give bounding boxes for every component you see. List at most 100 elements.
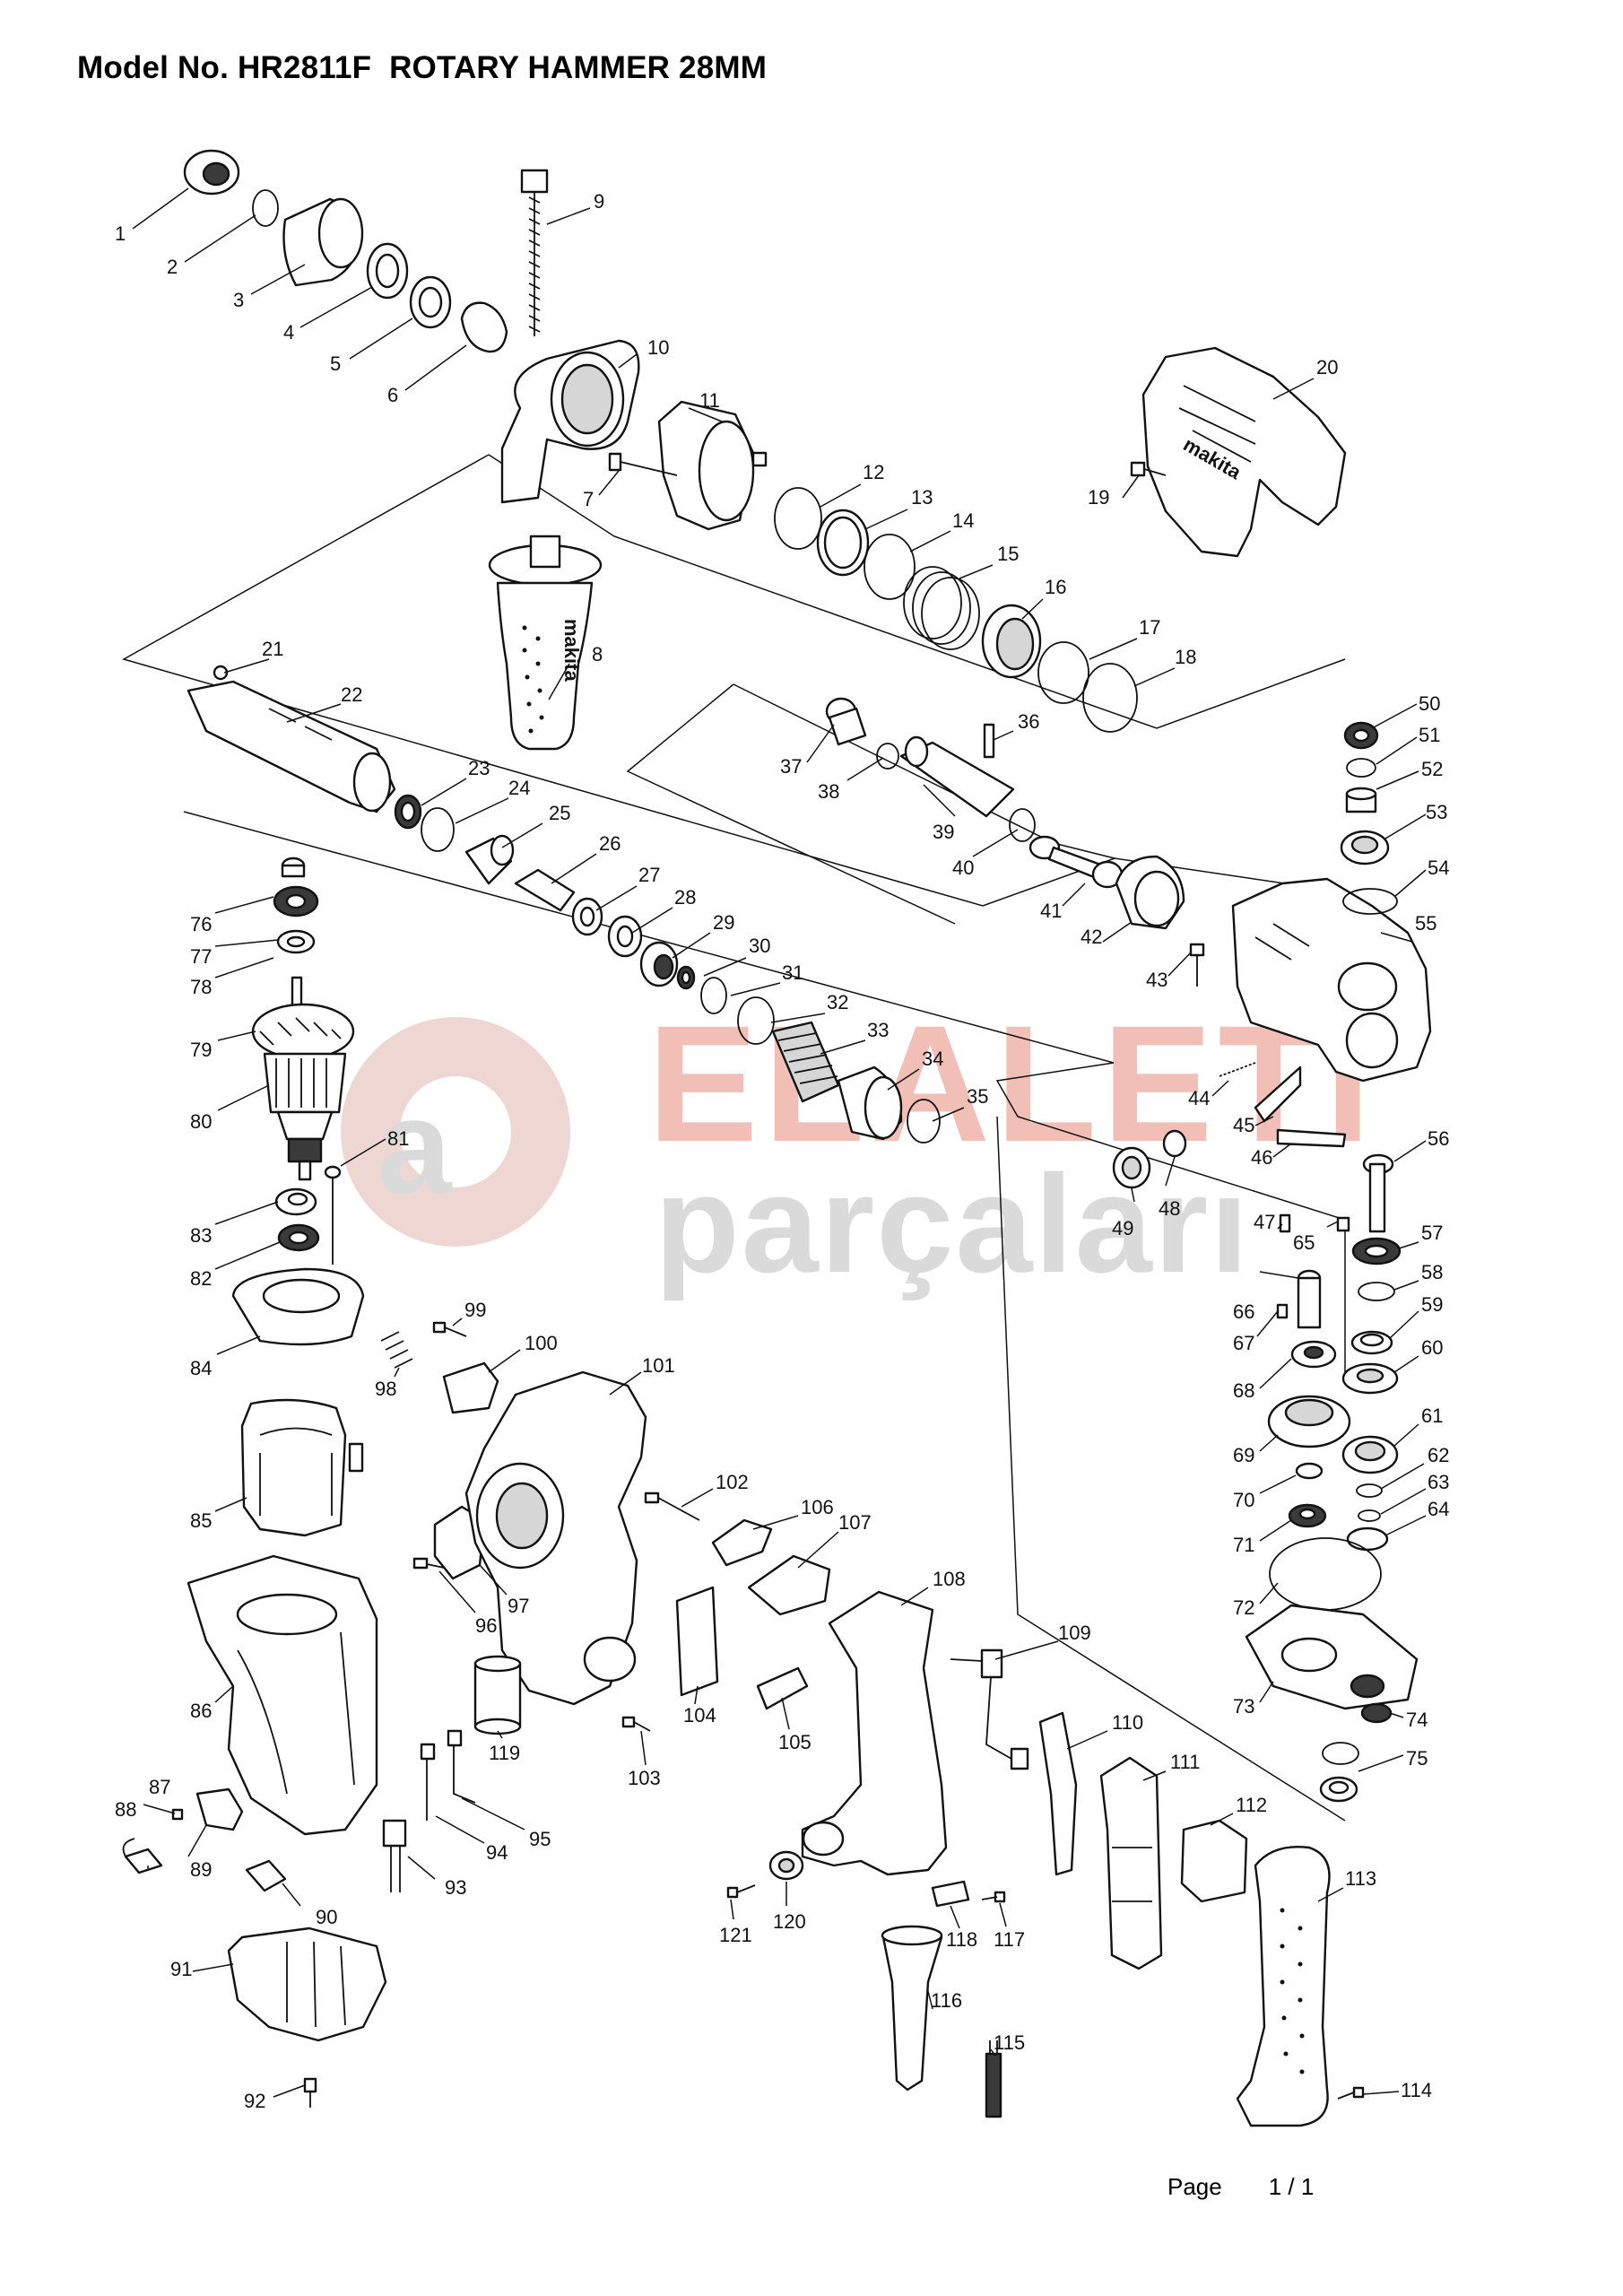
label-70: 70 (1233, 1489, 1254, 1511)
part-48-washer (1162, 1129, 1187, 1158)
label-79: 79 (190, 1039, 212, 1061)
part-95-terminal (447, 1729, 476, 1804)
label-97: 97 (508, 1595, 529, 1617)
label-84: 84 (190, 1357, 212, 1379)
label-36: 36 (1018, 710, 1039, 733)
part-111-switch-holder (1099, 1756, 1163, 1970)
label-91: 91 (170, 1958, 192, 1980)
label-121: 121 (719, 1924, 752, 1946)
label-34: 34 (922, 1048, 943, 1070)
label-48: 48 (1159, 1197, 1180, 1220)
label-81: 81 (387, 1127, 409, 1150)
label-53: 53 (1426, 801, 1447, 823)
label-65: 65 (1293, 1231, 1315, 1254)
part-113-handle-cover (1236, 1846, 1331, 2127)
part-64-washer (1346, 1526, 1389, 1552)
label-112: 112 (1236, 1794, 1267, 1816)
label-52: 52 (1421, 758, 1443, 780)
part-104-label (675, 1586, 719, 1697)
part-110-strain-relief (1038, 1711, 1078, 1876)
part-82-bearing (277, 1223, 320, 1252)
part-94-terminal (420, 1743, 436, 1821)
label-71: 71 (1233, 1534, 1254, 1556)
label-85: 85 (190, 1509, 212, 1532)
label-76: 76 (190, 913, 212, 935)
part-81-screw (324, 1165, 342, 1265)
part-117-screw (981, 1891, 1006, 1903)
label-10: 10 (647, 336, 669, 359)
label-24: 24 (508, 777, 530, 799)
page-number: 1 / 1 (1268, 2173, 1315, 2200)
label-87: 87 (149, 1776, 170, 1798)
label-83: 83 (190, 1224, 212, 1247)
label-93: 93 (445, 1876, 466, 1899)
part-38-o-ring (876, 743, 899, 770)
label-17: 17 (1139, 616, 1160, 639)
label-92: 92 (244, 2090, 265, 2112)
part-31-ring-spring (700, 977, 727, 1014)
label-64: 64 (1428, 1498, 1449, 1520)
part-33-spring (771, 1021, 840, 1103)
label-106: 106 (801, 1496, 834, 1518)
label-67: 67 (1233, 1332, 1254, 1354)
label-5: 5 (330, 352, 341, 375)
watermark-brand-bottom: parçaları (655, 1146, 1250, 1301)
part-10-side-grip-band (500, 339, 640, 504)
label-28: 28 (674, 886, 696, 909)
label-20: 20 (1316, 356, 1338, 378)
part-46-plate (1276, 1128, 1347, 1148)
label-105: 105 (778, 1731, 812, 1753)
label-18: 18 (1175, 646, 1196, 668)
part-112-switch (1180, 1819, 1248, 1903)
part-72-gasket (1269, 1537, 1382, 1611)
label-57: 57 (1421, 1222, 1443, 1244)
label-116: 116 (931, 1989, 962, 2012)
part-93-noise-suppressor (382, 1819, 407, 1892)
label-26: 26 (599, 832, 621, 855)
part-99-screw (432, 1321, 467, 1337)
label-104: 104 (683, 1704, 716, 1726)
watermark: a ELALETI parçaları (341, 992, 1371, 1301)
part-25-sleeve (464, 834, 515, 885)
part-91-rear-cover (227, 1926, 387, 2042)
label-13: 13 (911, 486, 933, 509)
label-12: 12 (863, 461, 884, 483)
part-89-carbon-brush (122, 1838, 163, 1874)
part-3-sleeve (282, 197, 364, 287)
part-101-motor-housing-front (464, 1370, 647, 1706)
part-62-ring (1356, 1483, 1383, 1498)
part-42-cap (1115, 855, 1185, 930)
part-29-bushing (639, 941, 679, 987)
part-87-brush-holder (195, 1787, 244, 1831)
part-13-washer (816, 509, 870, 577)
label-15: 15 (997, 543, 1019, 565)
part-105-switch-button (756, 1666, 809, 1710)
part-53-clutch (1340, 830, 1390, 865)
label-54: 54 (1428, 857, 1449, 879)
part-65-key (1336, 1216, 1350, 1232)
label-39: 39 (933, 821, 954, 843)
part-4-washer (366, 242, 409, 300)
label-47: 47 (1254, 1211, 1275, 1233)
label-82: 82 (190, 1267, 212, 1290)
label-119: 119 (489, 1742, 520, 1764)
part-47-screw (1279, 1213, 1291, 1233)
part-1-seal-cap (183, 149, 240, 196)
part-119-sleeve (473, 1655, 522, 1735)
part-73-bearing-box (1245, 1604, 1419, 1710)
label-35: 35 (967, 1085, 988, 1108)
label-117: 117 (994, 1928, 1025, 1951)
part-114-screw (1337, 2086, 1365, 2100)
label-49: 49 (1112, 1217, 1133, 1239)
part-24-ring (421, 807, 455, 852)
part-109-cord-lead (950, 1648, 1029, 1770)
part-61-gear (1341, 1435, 1399, 1474)
part-67-key (1276, 1303, 1289, 1319)
part-108-handle-housing (801, 1590, 948, 1876)
label-74: 74 (1406, 1709, 1428, 1731)
label-56: 56 (1428, 1127, 1449, 1150)
part-106-cushion (711, 1518, 773, 1567)
label-21: 21 (262, 638, 283, 660)
label-68: 68 (1233, 1379, 1254, 1402)
